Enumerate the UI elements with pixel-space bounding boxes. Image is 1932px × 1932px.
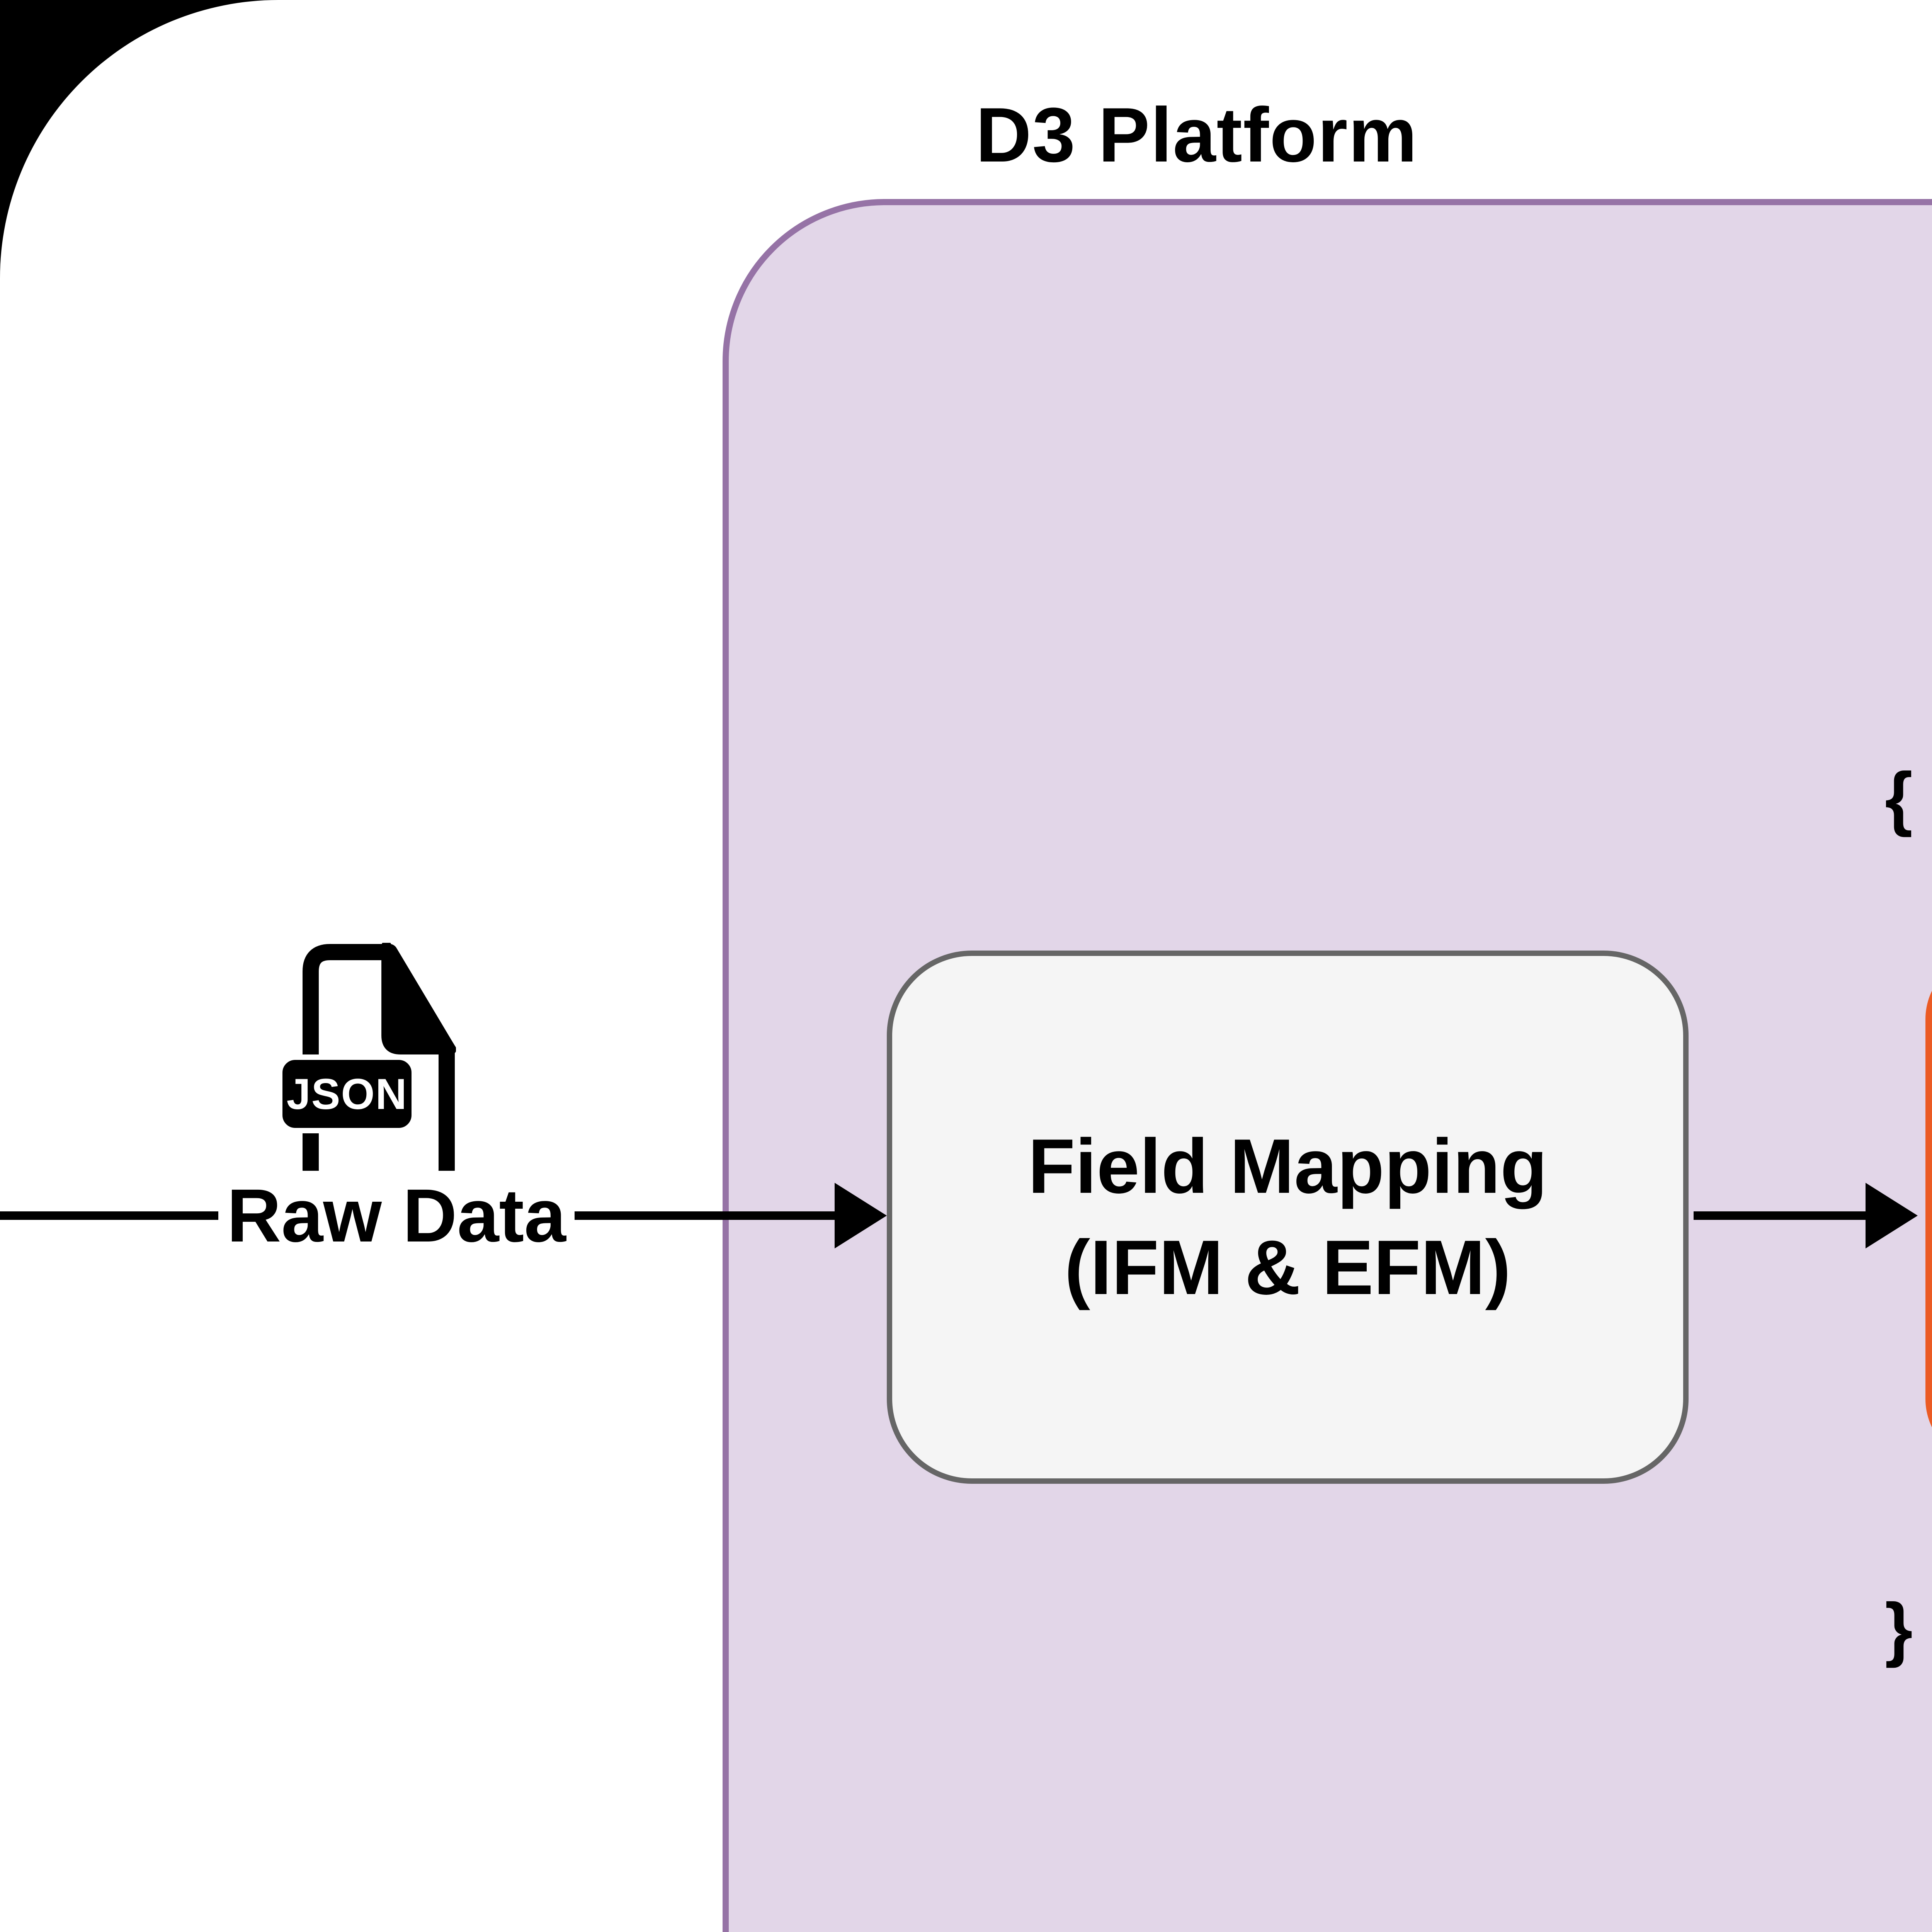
field-mapping-line2: (IFM & EFM) <box>1064 1225 1511 1311</box>
raw-data-arrowhead <box>835 1183 887 1248</box>
json-open-brace: { <box>1885 758 1913 838</box>
field-mapping-line1: Field Mapping <box>1028 1123 1548 1209</box>
json-close-brace: } <box>1885 1589 1913 1668</box>
json-badge-text: JSON <box>287 1070 408 1118</box>
raw-data-label: Raw Data <box>218 1171 575 1260</box>
mapping-output-arrowhead <box>1866 1183 1918 1248</box>
json-badge <box>277 1054 417 1133</box>
json-file-icon: JSON <box>277 943 456 1197</box>
field-mapping-node: Field Mapping (IFM & EFM) <box>887 951 1689 1484</box>
diagram-title: D3 Platform <box>976 92 1418 178</box>
d3-keys-highlight-box <box>1925 954 1932 1464</box>
mapping-output-arrow-line <box>1694 1211 1869 1220</box>
folded-corner <box>381 943 456 1054</box>
